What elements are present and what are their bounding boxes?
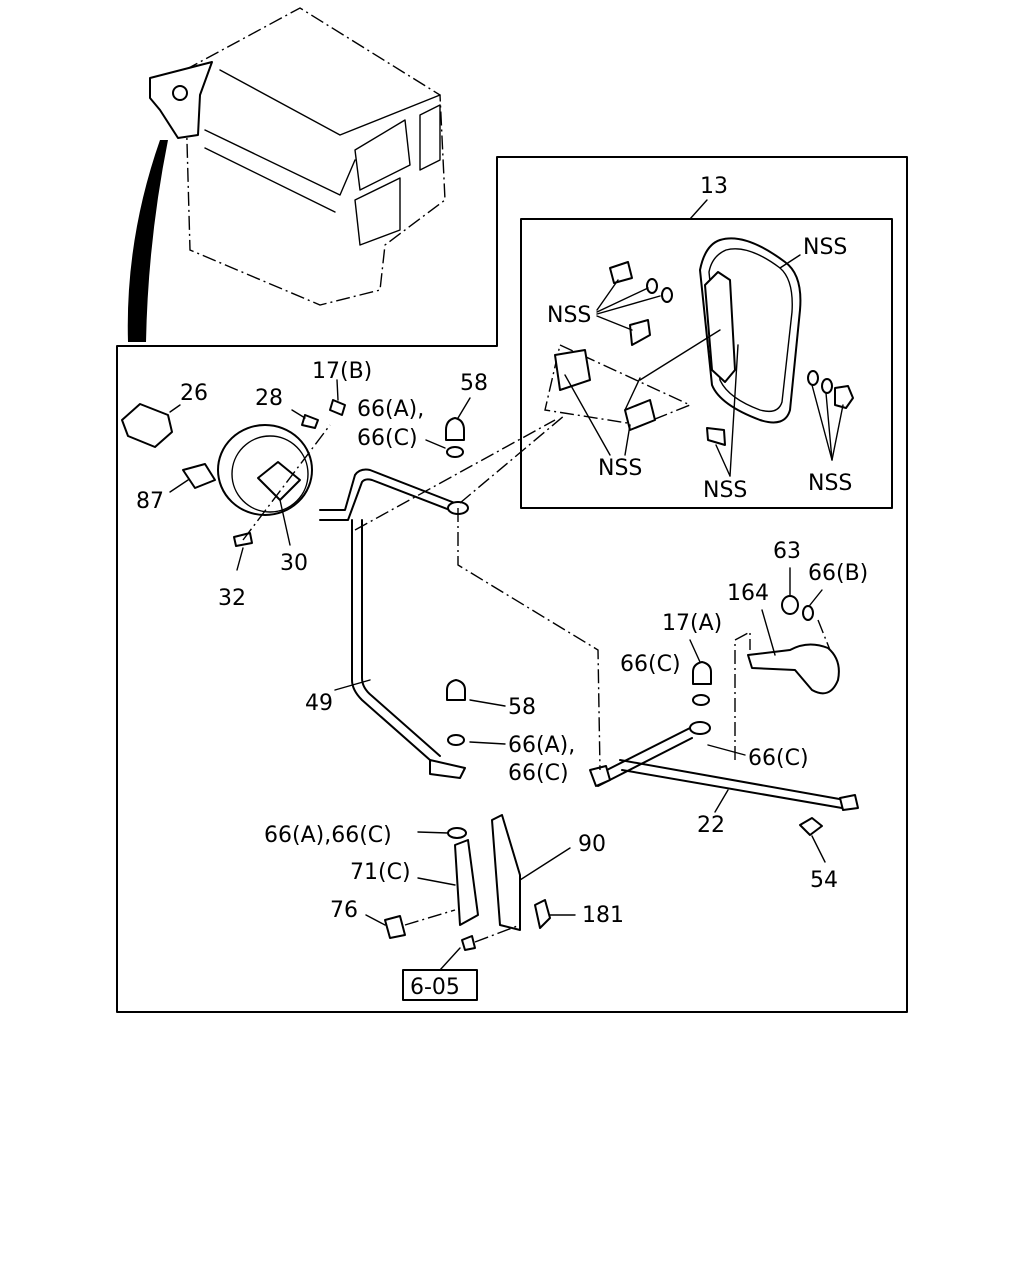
callout-87: 87 — [136, 489, 164, 514]
nut-58-lower — [446, 679, 506, 746]
callout-58-lower: 58 — [508, 695, 536, 720]
callout-66a-1: 66(A), — [357, 397, 424, 422]
callout-28: 28 — [255, 386, 283, 411]
reference-label: 6-05 — [410, 975, 460, 1000]
callout-66a-2: 66(A), — [508, 733, 575, 758]
callout-nss-bottom-right: NSS — [808, 471, 852, 496]
upper-stay-49 — [319, 468, 469, 779]
callout-labels: 13 NSS NSS NSS NSS NSS 26 28 17(B) 66(A)… — [136, 174, 868, 1000]
callout-66c-1: 66(C) — [357, 426, 418, 451]
callout-66c-4: 66(C) — [748, 746, 809, 771]
callout-22: 22 — [697, 813, 725, 838]
dash-connector-3 — [354, 419, 556, 531]
callout-26: 26 — [180, 381, 208, 406]
lower-stay-22 — [589, 721, 859, 863]
nut-58-upper — [425, 397, 471, 458]
lamp-assembly — [121, 379, 346, 571]
mirror-inset — [520, 199, 893, 509]
reference-box — [402, 969, 478, 1001]
callout-49: 49 — [305, 691, 333, 716]
dash-connector-1 — [457, 508, 601, 771]
callout-nss-bottom-left: NSS — [598, 456, 642, 481]
callout-76: 76 — [330, 898, 358, 923]
callout-66a-66c: 66(A),66(C) — [264, 823, 392, 848]
callout-90: 90 — [578, 832, 606, 857]
callout-32: 32 — [218, 586, 246, 611]
callout-17a: 17(A) — [662, 611, 722, 636]
callout-nss-top: NSS — [803, 235, 847, 260]
callout-164: 164 — [727, 581, 769, 606]
truck-cab-illustration — [127, 7, 446, 342]
callout-71c: 71(C) — [350, 860, 411, 885]
callout-54: 54 — [810, 868, 838, 893]
dash-connector-2 — [459, 414, 566, 504]
callout-30: 30 — [280, 551, 308, 576]
callout-17b: 17(B) — [312, 359, 372, 384]
callout-58-upper: 58 — [460, 371, 488, 396]
diagram-frame — [116, 156, 908, 1013]
callout-66c-2: 66(C) — [508, 761, 569, 786]
bracket-164 — [689, 567, 840, 760]
callout-nss-left: NSS — [547, 303, 591, 328]
callout-13: 13 — [700, 174, 728, 199]
callout-63: 63 — [773, 539, 801, 564]
callout-66c-3: 66(C) — [620, 652, 681, 677]
callout-181: 181 — [582, 903, 624, 928]
callout-66b: 66(B) — [808, 561, 868, 586]
callout-nss-bottom-mid: NSS — [703, 478, 747, 503]
mounting-brackets — [365, 814, 576, 971]
